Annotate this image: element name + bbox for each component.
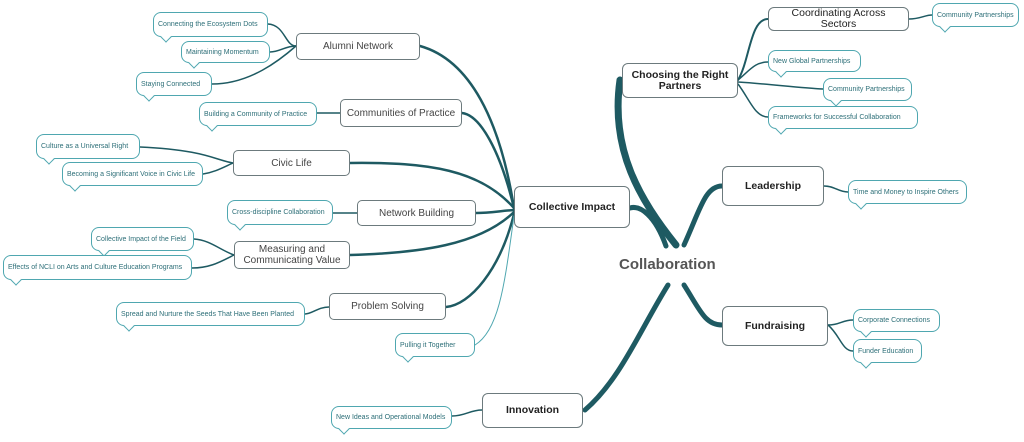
topic-alumni-network[interactable]: Alumni Network bbox=[296, 33, 420, 60]
note-spread-and-nurture[interactable]: Spread and Nurture the Seeds That Have B… bbox=[116, 302, 305, 326]
topic-choosing-partners[interactable]: Choosing the Right Partners bbox=[622, 63, 738, 98]
note-collective-impact-field[interactable]: Collective Impact of the Field bbox=[91, 227, 194, 251]
note-culture-universal-right[interactable]: Culture as a Universal Right bbox=[36, 134, 140, 159]
note-significant-voice[interactable]: Becoming a Significant Voice in Civic Li… bbox=[62, 162, 203, 186]
topic-measuring-value[interactable]: Measuring and Communicating Value bbox=[234, 241, 350, 269]
note-community-partnerships-1[interactable]: Community Partnerships bbox=[932, 3, 1019, 27]
trunk-fundraising bbox=[681, 282, 725, 328]
topic-communities-of-practice[interactable]: Communities of Practice bbox=[340, 99, 462, 127]
note-maintaining-momentum[interactable]: Maintaining Momentum bbox=[181, 41, 270, 63]
topic-network-building[interactable]: Network Building bbox=[357, 200, 476, 226]
note-pulling-together[interactable]: Pulling it Together bbox=[395, 333, 475, 357]
note-new-ideas-models[interactable]: New Ideas and Operational Models bbox=[331, 406, 452, 429]
note-ecosystem-dots[interactable]: Connecting the Ecosystem Dots bbox=[153, 12, 268, 37]
trunk-collective bbox=[627, 205, 669, 249]
note-funder-education[interactable]: Funder Education bbox=[853, 339, 922, 363]
topic-collective-impact[interactable]: Collective Impact bbox=[514, 186, 630, 228]
topic-leadership[interactable]: Leadership bbox=[722, 166, 824, 206]
note-staying-connected[interactable]: Staying Connected bbox=[136, 72, 212, 96]
note-community-partnerships-2[interactable]: Community Partnerships bbox=[823, 78, 912, 101]
note-building-community[interactable]: Building a Community of Practice bbox=[199, 102, 317, 126]
note-corporate-connections[interactable]: Corporate Connections bbox=[853, 309, 940, 332]
trunk-choosing bbox=[614, 76, 680, 249]
central-topic[interactable]: Collaboration bbox=[619, 256, 716, 273]
note-frameworks-collaboration[interactable]: Frameworks for Successful Collaboration bbox=[768, 106, 918, 129]
note-new-global-partnerships[interactable]: New Global Partnerships bbox=[768, 50, 861, 72]
trunk-leadership bbox=[681, 183, 725, 248]
topic-civic-life[interactable]: Civic Life bbox=[233, 150, 350, 176]
note-ncli-effects[interactable]: Effects of NCLI on Arts and Culture Educ… bbox=[3, 255, 192, 280]
note-time-and-money[interactable]: Time and Money to Inspire Others bbox=[848, 180, 967, 204]
note-cross-discipline[interactable]: Cross-discipline Collaboration bbox=[227, 200, 333, 225]
topic-problem-solving[interactable]: Problem Solving bbox=[329, 293, 446, 320]
topic-coordinating-sectors[interactable]: Coordinating Across Sectors bbox=[768, 7, 909, 31]
trunk-innovation bbox=[582, 282, 671, 413]
topic-innovation[interactable]: Innovation bbox=[482, 393, 583, 428]
topic-fundraising[interactable]: Fundraising bbox=[722, 306, 828, 346]
